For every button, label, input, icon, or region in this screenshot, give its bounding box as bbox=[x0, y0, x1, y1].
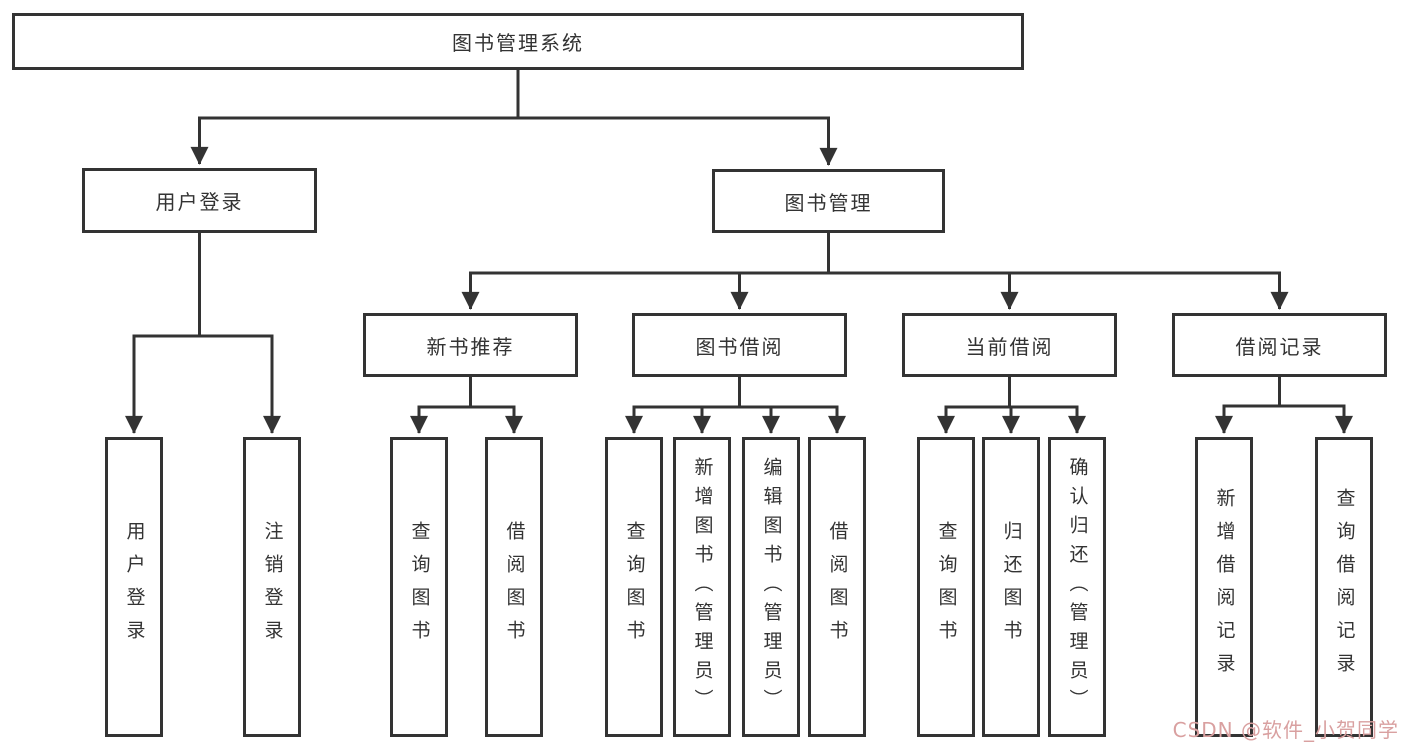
leaf-bb-query-book: 查询图书 bbox=[605, 437, 663, 737]
leaf-user-login: 用户登录 bbox=[105, 437, 163, 737]
node-borrow-records: 借阅记录 bbox=[1172, 313, 1387, 377]
leaf-br-query-record-label: 查询借阅记录 bbox=[1333, 488, 1356, 686]
leaf-rec-query-book-label: 查询图书 bbox=[408, 521, 431, 653]
node-new-book-recommend: 新书推荐 bbox=[363, 313, 578, 377]
leaf-logout: 注销登录 bbox=[243, 437, 301, 737]
node-book-management-label: 图书管理 bbox=[784, 190, 873, 215]
leaf-rec-query-book: 查询图书 bbox=[390, 437, 448, 737]
node-borrow-records-label: 借阅记录 bbox=[1235, 334, 1324, 359]
leaf-br-add-record-label: 新增借阅记录 bbox=[1213, 488, 1236, 686]
leaf-br-query-record: 查询借阅记录 bbox=[1315, 437, 1373, 737]
leaf-cb-return-book: 归还图书 bbox=[982, 437, 1040, 737]
leaf-cb-confirm-return-admin: 确认归还（管理员） bbox=[1048, 437, 1106, 737]
leaf-bb-add-book-admin: 新增图书（管理员） bbox=[673, 437, 731, 737]
leaf-user-login-label: 用户登录 bbox=[123, 521, 146, 653]
csdn-watermark: CSDN @软件_小贺同学 bbox=[1172, 718, 1399, 742]
node-root: 图书管理系统 bbox=[12, 13, 1024, 70]
leaf-cb-return-book-label: 归还图书 bbox=[1000, 521, 1023, 653]
leaf-cb-query-book-label: 查询图书 bbox=[935, 521, 958, 653]
leaf-rec-borrow-book-label: 借阅图书 bbox=[503, 521, 526, 653]
leaf-cb-query-book: 查询图书 bbox=[917, 437, 975, 737]
leaf-logout-label: 注销登录 bbox=[261, 521, 284, 653]
node-user-login: 用户登录 bbox=[82, 168, 317, 233]
node-new-book-recommend-label: 新书推荐 bbox=[426, 334, 515, 359]
node-current-borrow: 当前借阅 bbox=[902, 313, 1117, 377]
node-current-borrow-label: 当前借阅 bbox=[965, 334, 1054, 359]
leaf-rec-borrow-book: 借阅图书 bbox=[485, 437, 543, 737]
leaf-bb-borrow-book-label: 借阅图书 bbox=[826, 521, 849, 653]
leaf-bb-edit-book-admin-label: 编辑图书（管理员） bbox=[760, 456, 783, 718]
leaf-br-add-record: 新增借阅记录 bbox=[1195, 437, 1253, 737]
leaf-cb-confirm-return-admin-label: 确认归还（管理员） bbox=[1066, 456, 1089, 718]
leaf-bb-borrow-book: 借阅图书 bbox=[808, 437, 866, 737]
node-book-borrow: 图书借阅 bbox=[632, 313, 847, 377]
leaf-bb-add-book-admin-label: 新增图书（管理员） bbox=[691, 456, 714, 718]
leaf-bb-query-book-label: 查询图书 bbox=[623, 521, 646, 653]
node-book-management: 图书管理 bbox=[712, 169, 945, 233]
node-root-label: 图书管理系统 bbox=[452, 31, 584, 55]
node-book-borrow-label: 图书借阅 bbox=[695, 334, 784, 359]
leaf-bb-edit-book-admin: 编辑图书（管理员） bbox=[742, 437, 800, 737]
node-user-login-label: 用户登录 bbox=[155, 190, 244, 214]
